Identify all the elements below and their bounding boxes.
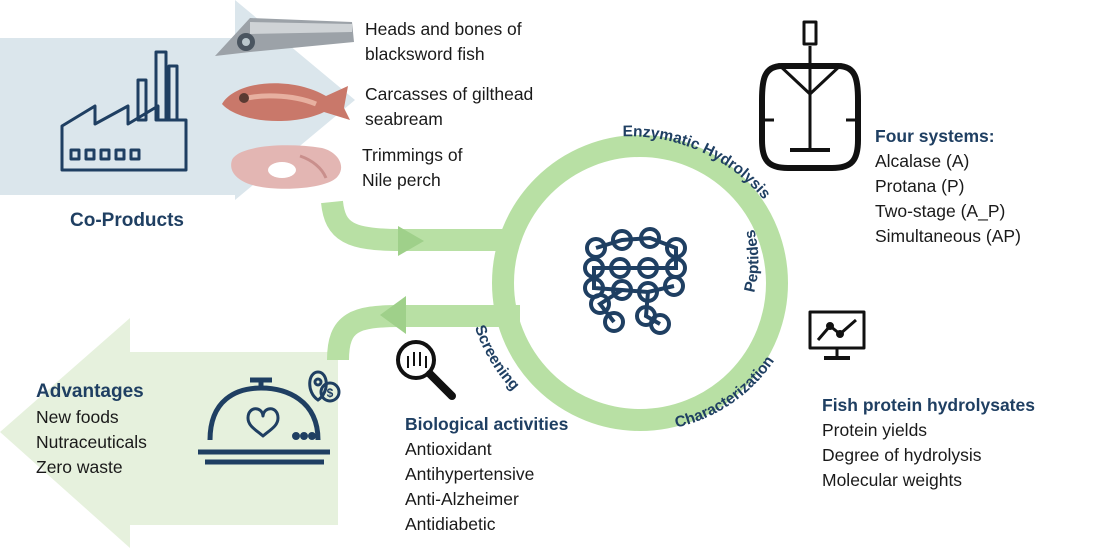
advantages-title: Advantages xyxy=(36,381,144,402)
advantages-arrow xyxy=(0,318,338,548)
label-characterization: Characterization xyxy=(673,353,778,431)
system-item: Simultaneous (AP) xyxy=(875,226,1021,246)
bio-activity-item: Antioxidant xyxy=(405,439,492,459)
inflow-chevron xyxy=(398,226,424,256)
advantage-item: Zero waste xyxy=(36,457,123,477)
four-systems-title: Four systems: xyxy=(875,126,995,146)
four-systems-block: Four systems: Alcalase (A) Protana (P) T… xyxy=(875,124,1021,249)
system-item: Protana (P) xyxy=(875,176,965,196)
advantage-item: New foods xyxy=(36,407,119,427)
bio-activities-block: Biological activities Antioxidant Antihy… xyxy=(405,412,568,537)
hydrolysate-item: Molecular weights xyxy=(822,470,963,490)
price-pin-icon: $ xyxy=(308,370,341,403)
bio-activity-item: Antihypertensive xyxy=(405,464,535,484)
bioreactor-icon xyxy=(759,20,861,171)
system-item: Two-stage (A_P) xyxy=(875,201,1006,221)
outflow-chevron xyxy=(380,296,406,334)
bio-activity-item: Anti-Alzheimer xyxy=(405,489,519,509)
system-item: Alcalase (A) xyxy=(875,151,970,171)
hydrolysate-item: Degree of hydrolysis xyxy=(822,445,982,465)
bio-activity-item: Antidiabetic xyxy=(405,514,496,534)
hydrolysates-title: Fish protein hydrolysates xyxy=(822,395,1035,415)
bio-activities-title: Biological activities xyxy=(405,414,569,434)
svg-text:$: $ xyxy=(327,386,334,400)
magnifier-icon xyxy=(396,340,456,400)
gilthead-seabream-image xyxy=(222,83,350,122)
label-peptides: Peptides xyxy=(741,228,762,294)
peptide-chain-icon xyxy=(583,227,687,335)
co-products-label: Co-Products xyxy=(70,210,184,231)
advantage-item: Nutraceuticals xyxy=(36,432,147,452)
advantages-block: Advantages New foods Nutraceuticals Zero… xyxy=(36,378,147,480)
hydrolysate-item: Protein yields xyxy=(822,420,928,440)
food-cloche-icon xyxy=(198,377,330,465)
monitor-chart-icon xyxy=(808,310,866,360)
factory-icon xyxy=(60,50,188,172)
blacksword-fish-image xyxy=(215,18,354,56)
hydrolysates-block: Fish protein hydrolysates Protein yields… xyxy=(822,393,1035,493)
nile-perch-image xyxy=(231,145,342,189)
